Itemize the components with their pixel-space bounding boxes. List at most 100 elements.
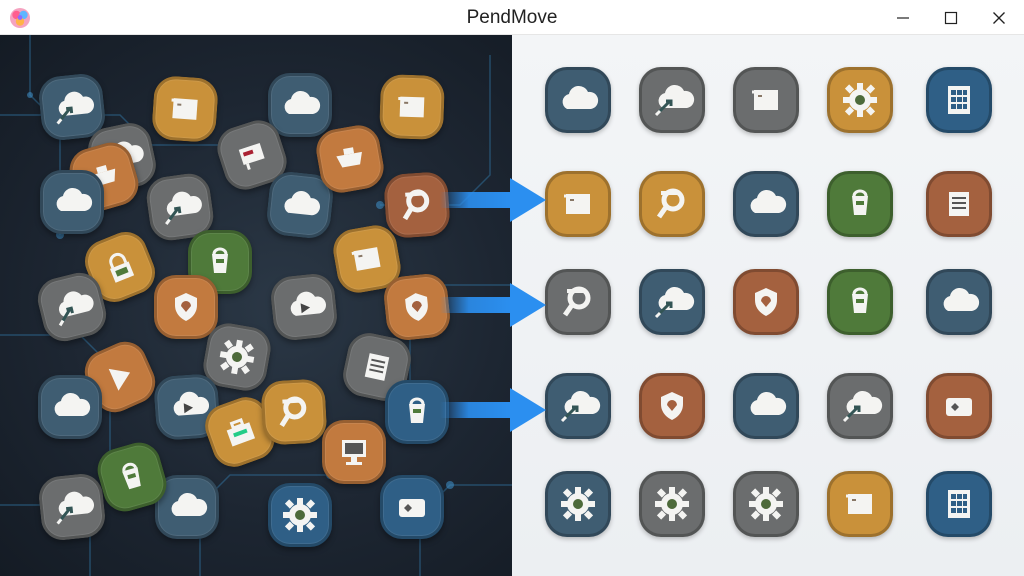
scattered-tile[interactable] (199, 319, 275, 395)
building-icon (948, 490, 970, 518)
sort-arrow-icon (440, 178, 546, 222)
scattered-tile[interactable] (143, 170, 217, 244)
grid-tile[interactable] (733, 373, 799, 439)
folder-swirl-icon (752, 90, 778, 110)
grid-tile[interactable] (733, 471, 799, 537)
sort-arrow-icon (440, 388, 546, 432)
grid-tile[interactable] (926, 373, 992, 439)
bucket-icon (409, 397, 425, 423)
grid-tile[interactable] (545, 471, 611, 537)
folder-swirl-icon (846, 494, 872, 514)
scattered-icon-pile (0, 35, 512, 576)
cloud-icon (750, 189, 787, 213)
grid-tile[interactable] (827, 269, 893, 335)
scattered-tile[interactable] (339, 329, 415, 405)
card-icon (946, 398, 972, 416)
cloud-icon (284, 191, 320, 216)
grid-tile[interactable] (827, 67, 893, 133)
monitor-icon (342, 440, 366, 465)
cloud-link-icon (842, 390, 883, 423)
folder-swirl-icon (398, 96, 425, 118)
scattered-tile[interactable] (211, 114, 293, 196)
bucket-icon (852, 189, 868, 215)
minimize-button[interactable] (880, 0, 926, 35)
scattered-tile[interactable] (152, 372, 222, 442)
grid-tile[interactable] (926, 269, 992, 335)
grid-tile[interactable] (733, 67, 799, 133)
scattered-tile[interactable] (380, 475, 444, 539)
maximize-button[interactable] (928, 0, 974, 35)
game-board (0, 35, 1024, 576)
cloud-icon (284, 90, 321, 114)
scattered-tile[interactable] (77, 334, 163, 420)
scattered-tile[interactable] (198, 390, 282, 474)
scattered-tile[interactable] (268, 73, 332, 137)
cloud-icon (56, 187, 93, 211)
scattered-tile[interactable] (36, 471, 108, 543)
scattered-tile[interactable] (154, 275, 218, 339)
scattered-tile[interactable] (312, 121, 388, 197)
scattered-tile[interactable] (381, 271, 453, 343)
cloud-icon (562, 85, 599, 109)
scattered-tile[interactable] (36, 71, 108, 143)
scattered-tile[interactable] (382, 170, 452, 240)
gear-icon (655, 487, 689, 521)
scattered-tile[interactable] (268, 483, 332, 547)
notes-icon (364, 353, 390, 381)
grid-tile[interactable] (926, 67, 992, 133)
sort-arrow-icon (440, 283, 546, 327)
grid-tile[interactable] (639, 269, 705, 335)
grid-tile[interactable] (733, 269, 799, 335)
cloud-icon (750, 391, 787, 415)
pick-icon (279, 396, 307, 427)
notes-icon (949, 192, 969, 216)
shield-icon (405, 293, 428, 321)
grid-tile[interactable] (639, 171, 705, 237)
grid-tile[interactable] (926, 471, 992, 537)
title-bar[interactable]: PendMove (0, 0, 1024, 35)
maximize-icon (944, 11, 958, 24)
pick-icon (402, 189, 430, 221)
grid-tile[interactable] (827, 471, 893, 537)
grid-tile[interactable] (639, 373, 705, 439)
scattered-tile[interactable] (33, 268, 111, 346)
scattered-tile[interactable] (268, 271, 340, 343)
grid-tile[interactable] (545, 67, 611, 133)
cloud-link-icon (165, 191, 202, 225)
sorted-icon-grid (512, 35, 1024, 576)
cloud-link-icon (654, 286, 695, 319)
close-button[interactable] (976, 0, 1022, 35)
grid-tile[interactable] (639, 471, 705, 537)
play-icon (108, 368, 131, 391)
gear-icon (561, 487, 595, 521)
scattered-tile[interactable] (260, 378, 328, 446)
grid-tile[interactable] (545, 373, 611, 439)
close-icon (993, 11, 1005, 24)
scattered-tile[interactable] (264, 169, 336, 241)
folder-swirl-icon (351, 247, 381, 271)
scattered-tile[interactable] (78, 225, 162, 309)
scattered-tile[interactable] (150, 74, 220, 144)
cloud-link-icon (58, 291, 94, 327)
gear-icon (749, 487, 783, 521)
cloud-play-icon (173, 391, 210, 416)
scattered-tile[interactable] (378, 73, 446, 141)
grid-tile[interactable] (827, 171, 893, 237)
app-logo-icon (10, 8, 30, 28)
shield-icon (661, 392, 683, 420)
grid-tile[interactable] (639, 67, 705, 133)
grid-tile[interactable] (926, 171, 992, 237)
grid-tile[interactable] (827, 373, 893, 439)
scattered-tile[interactable] (322, 420, 386, 484)
card-icon (399, 499, 425, 517)
grid-tile[interactable] (545, 269, 611, 335)
cloud-play-icon (290, 291, 327, 316)
gear-icon (219, 339, 255, 375)
grid-tile[interactable] (733, 171, 799, 237)
scattered-tile[interactable] (38, 375, 102, 439)
scattered-tile[interactable] (329, 221, 405, 297)
cloud-link-icon (56, 91, 95, 125)
scattered-tile[interactable] (92, 437, 172, 517)
scattered-tile[interactable] (40, 170, 104, 234)
grid-tile[interactable] (545, 171, 611, 237)
